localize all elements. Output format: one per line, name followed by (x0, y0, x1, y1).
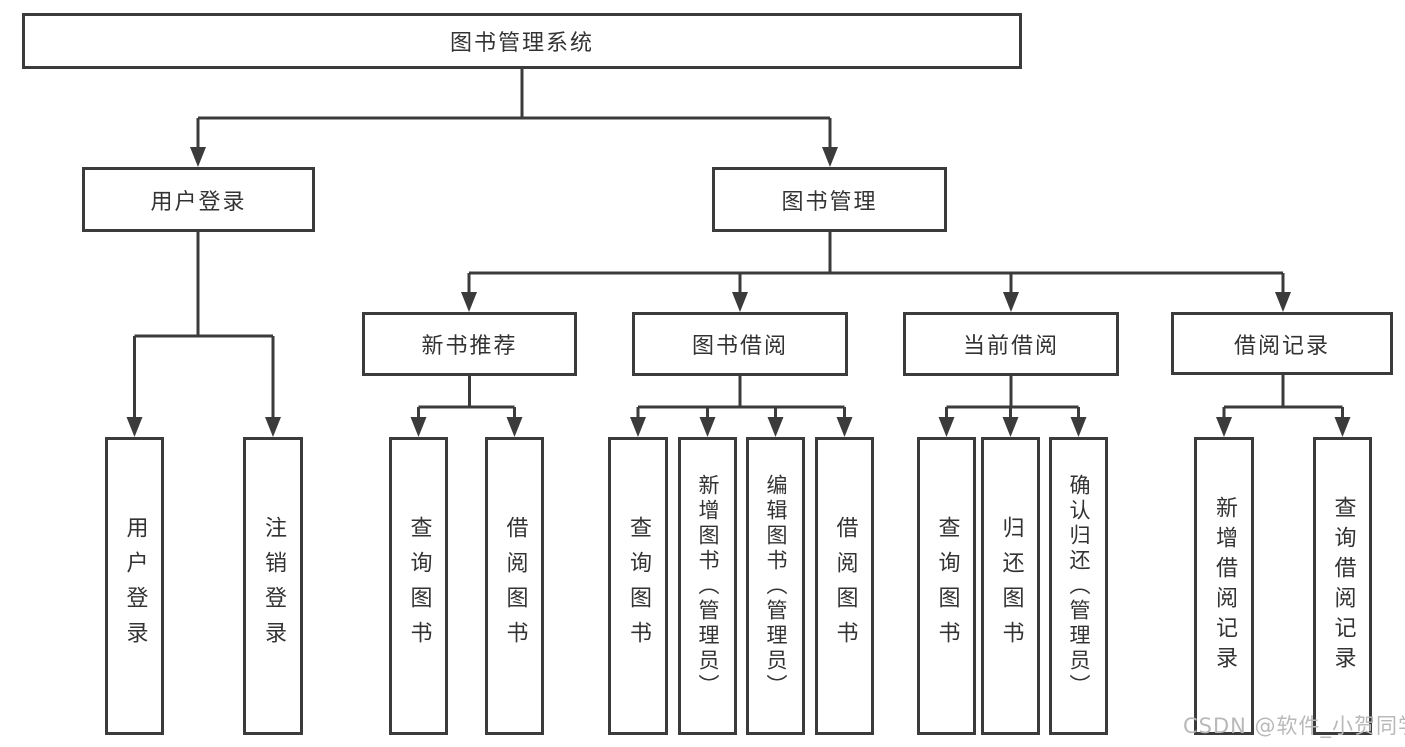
node-user-login: 用户登录 (82, 167, 315, 232)
node-library-system-label: 图书管理系统 (449, 31, 594, 56)
leaf-query-book-borrow: 查询图书 (608, 437, 668, 735)
arrowhead (1216, 417, 1232, 437)
connector-user-login (133, 232, 275, 419)
leaf-edit-book-admin-label: 编辑图书（管理员） (764, 473, 788, 699)
leaf-add-book-admin: 新增图书（管理员） (678, 437, 737, 735)
arrowhead (767, 417, 784, 437)
arrowhead (265, 417, 281, 437)
csdn-watermark: CSDN @软件_小贺同学 (1183, 714, 1405, 738)
leaf-borrow-book-recommend-label: 借阅图书 (502, 516, 528, 656)
leaf-logout: 注销登录 (243, 437, 303, 735)
leaf-query-borrow-record-label: 查询借阅记录 (1330, 496, 1356, 676)
arrowhead (190, 147, 206, 167)
arrowhead (938, 417, 955, 437)
leaf-query-book-recommend: 查询图书 (389, 437, 448, 735)
leaf-borrow-book: 借阅图书 (815, 437, 874, 735)
node-new-book-recommend-label: 新书推荐 (421, 334, 518, 359)
leaf-user-login-label: 用户登录 (122, 516, 148, 656)
arrowhead (506, 417, 523, 437)
node-library-system: 图书管理系统 (22, 13, 1022, 69)
leaf-edit-book-admin: 编辑图书（管理员） (746, 437, 805, 735)
node-borrow-records: 借阅记录 (1171, 312, 1393, 375)
arrowhead (1003, 292, 1019, 312)
leaf-query-book-current-label: 查询图书 (934, 516, 960, 656)
connector-book-mgmt (467, 232, 1285, 294)
arrowhead (1334, 417, 1351, 437)
arrowhead (822, 147, 838, 167)
node-current-borrow: 当前借阅 (903, 312, 1119, 376)
arrowhead (1002, 417, 1019, 437)
node-borrow-records-label: 借阅记录 (1233, 333, 1330, 359)
arrowhead (461, 292, 477, 312)
connector-root (196, 69, 832, 149)
leaf-logout-label: 注销登录 (261, 516, 286, 656)
arrowhead (699, 417, 716, 437)
connector-current-borrow (945, 376, 1080, 419)
arrowhead (630, 417, 646, 437)
arrowhead (1070, 417, 1087, 437)
arrowhead (836, 417, 853, 437)
leaf-query-book-current: 查询图书 (917, 437, 976, 735)
leaf-return-book: 归还图书 (981, 437, 1040, 735)
node-book-management-label: 图书管理 (781, 189, 878, 215)
leaf-query-book-recommend-label: 查询图书 (406, 516, 432, 656)
node-book-borrow: 图书借阅 (632, 312, 848, 376)
arrowhead (126, 417, 143, 437)
leaf-add-book-admin-label: 新增图书（管理员） (696, 473, 720, 699)
node-new-book-recommend: 新书推荐 (362, 312, 577, 376)
node-current-borrow-label: 当前借阅 (962, 334, 1059, 359)
connector-book-borrow (636, 376, 846, 419)
connector-borrow-records (1222, 375, 1344, 419)
arrowhead (732, 292, 748, 312)
leaf-query-book-borrow-label: 查询图书 (626, 516, 651, 656)
leaf-return-book-label: 归还图书 (998, 516, 1024, 656)
leaf-query-borrow-record: 查询借阅记录 (1313, 437, 1372, 735)
arrowhead (410, 417, 427, 437)
leaf-add-borrow-record: 新增借阅记录 (1194, 437, 1254, 735)
node-book-borrow-label: 图书借阅 (691, 334, 788, 359)
leaf-borrow-book-label: 借阅图书 (832, 516, 858, 656)
node-book-management: 图书管理 (712, 167, 947, 232)
leaf-confirm-return-admin-label: 确认归还（管理员） (1067, 473, 1091, 699)
leaf-confirm-return-admin: 确认归还（管理员） (1049, 437, 1108, 735)
arrowhead (1275, 292, 1291, 312)
connector-new-book-rec (417, 376, 516, 419)
leaf-borrow-book-recommend: 借阅图书 (485, 437, 544, 735)
node-user-login-label: 用户登录 (150, 189, 247, 215)
leaf-add-borrow-record-label: 新增借阅记录 (1212, 496, 1237, 676)
leaf-user-login: 用户登录 (105, 437, 164, 735)
